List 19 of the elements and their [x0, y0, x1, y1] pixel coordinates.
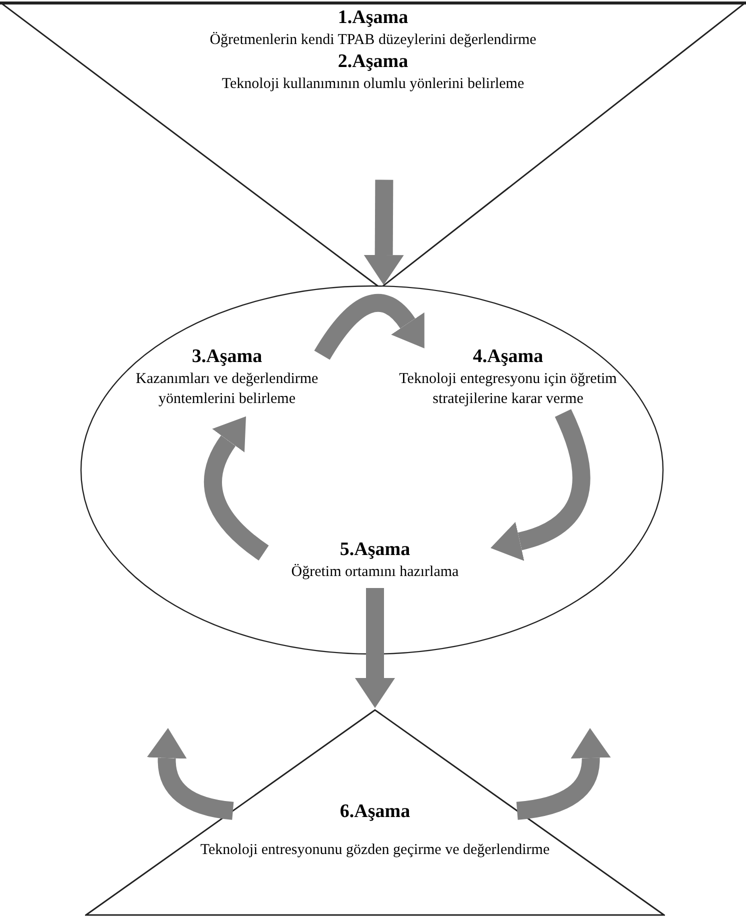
stage-description: Kazanımları ve değerlendirme yöntemlerini belirleme	[134, 370, 320, 410]
block-arrow	[355, 588, 395, 708]
stage-heading: 1.Aşama	[338, 6, 408, 30]
block-arrow	[314, 294, 426, 360]
triangle-shape	[85, 708, 665, 918]
stage-heading: 5.Aşama	[340, 538, 410, 562]
stage-heading: 4.Aşama	[472, 345, 544, 369]
stage-description: Teknoloji entegresyonu için öğretim stratejilerine karar verme	[398, 370, 618, 410]
stage-heading: 2.Aşama	[338, 50, 408, 74]
stage-description: Öğretim ortamını hazırlama	[291, 562, 459, 582]
stage-description: Teknoloji entresyonunu gözden geçirme ve değerlendirme	[199, 840, 551, 860]
stage-heading: 6.Aşama	[340, 800, 410, 824]
block-arrow	[204, 415, 269, 560]
block-arrow	[490, 409, 590, 561]
block-arrow	[364, 180, 404, 285]
stage-heading: 3.Aşama	[192, 345, 262, 369]
stage-description: Teknoloji kullanımının olumlu yönlerini belirleme	[222, 75, 524, 94]
stage-description: Öğretmenlerin kendi TPAB düzeylerini değerlendirme	[210, 30, 536, 50]
ellipse-shape	[80, 285, 664, 655]
